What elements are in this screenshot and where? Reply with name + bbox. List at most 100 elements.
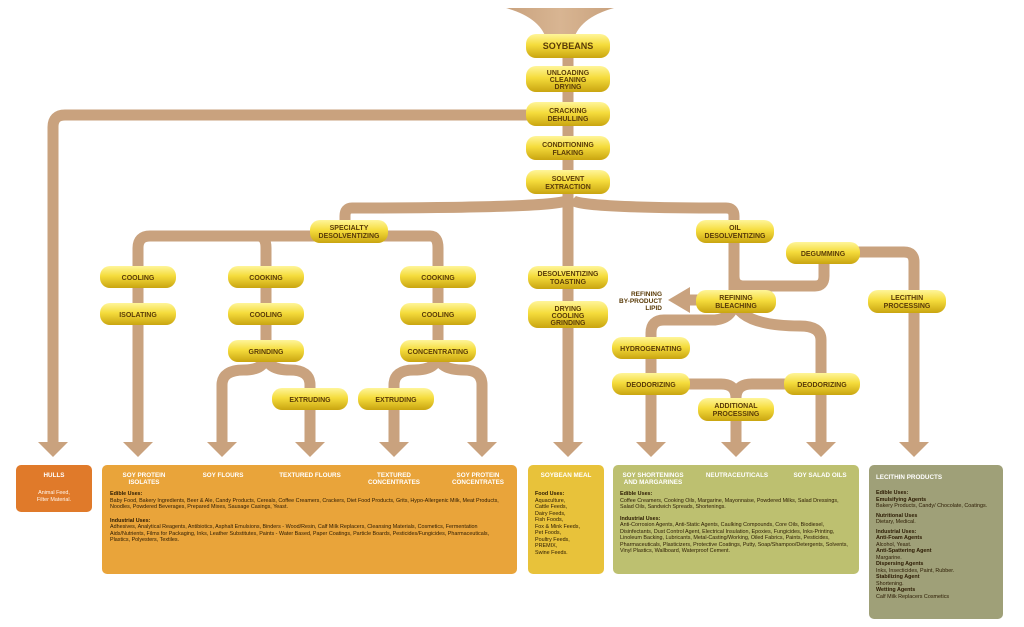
step-soybeans: SOYBEANS bbox=[526, 34, 610, 58]
header-neutraceuticals: NEUTRACEUTICALS bbox=[705, 472, 769, 479]
step-extruding-flours: EXTRUDING bbox=[272, 388, 348, 410]
step-deodorizing-right: DEODORIZING bbox=[784, 373, 860, 395]
svg-text:LIPID: LIPID bbox=[645, 305, 662, 312]
step-cooling-concentrates: COOLING bbox=[400, 303, 476, 325]
soy-protein-panel: SOY PROTEIN ISOLATES SOY FLOURS TEXTURED… bbox=[102, 465, 517, 574]
step-cracking: CRACKING DEHULLING bbox=[526, 102, 610, 126]
arrow-soybean-meal bbox=[553, 442, 583, 457]
svg-text:EXTRUDING: EXTRUDING bbox=[375, 397, 417, 404]
svg-text:DEHULLING: DEHULLING bbox=[548, 116, 589, 123]
step-unloading: UNLOADING CLEANING DRYING bbox=[526, 66, 610, 92]
soybean-meal-uses: Food Uses: Aquaculture, Cattle Feeds, Da… bbox=[535, 491, 601, 556]
svg-text:FLAKING: FLAKING bbox=[552, 150, 584, 157]
svg-text:DESOLVENTIZING: DESOLVENTIZING bbox=[538, 271, 599, 278]
arrow-textured-concentrates bbox=[379, 442, 409, 457]
arrow-textured-flours bbox=[295, 442, 325, 457]
header-textured-flours: TEXTURED FLOURS bbox=[279, 472, 341, 479]
svg-text:PROCESSING: PROCESSING bbox=[713, 411, 760, 418]
oil-industrial-uses-title: Industrial Uses: bbox=[620, 515, 661, 522]
step-cooking-flours: COOKING bbox=[228, 266, 304, 288]
svg-text:EXTRUDING: EXTRUDING bbox=[289, 397, 331, 404]
svg-text:COOKING: COOKING bbox=[421, 275, 455, 282]
soybean-meal-title: SOYBEAN MEAL bbox=[540, 472, 592, 479]
step-deodorizing-left: DEODORIZING bbox=[612, 373, 690, 395]
food-uses-title: Food Uses: bbox=[535, 491, 565, 497]
arrow-lecithin bbox=[899, 442, 929, 457]
svg-text:OIL: OIL bbox=[729, 225, 741, 232]
hopper-funnel bbox=[506, 8, 614, 42]
step-grinding: GRINDING bbox=[228, 340, 304, 362]
svg-text:TOASTING: TOASTING bbox=[550, 279, 587, 286]
svg-text:REFINING: REFINING bbox=[631, 291, 662, 298]
svg-text:DEODORIZING: DEODORIZING bbox=[797, 382, 847, 389]
hulls-panel: HULLS Animal Feed, Filter Material. bbox=[16, 465, 92, 512]
arrowheads bbox=[38, 287, 929, 457]
svg-text:COOKING: COOKING bbox=[249, 275, 283, 282]
svg-text:COOLING: COOLING bbox=[552, 313, 585, 320]
svg-text:HYDROGENATING: HYDROGENATING bbox=[620, 346, 682, 353]
arrow-soy-flours bbox=[207, 442, 237, 457]
svg-text:COOLING: COOLING bbox=[422, 312, 455, 319]
svg-text:BY-PRODUCT: BY-PRODUCT bbox=[619, 298, 662, 305]
arrow-byproduct bbox=[668, 287, 690, 313]
svg-text:DEGUMMING: DEGUMMING bbox=[801, 251, 846, 258]
step-oil-desolventizing: OIL DESOLVENTIZING bbox=[696, 220, 774, 243]
soybean-meal-panel: SOYBEAN MEAL Food Uses: Aquaculture, Cat… bbox=[528, 465, 604, 574]
header-textured-concentrates: TEXTURED CONCENTRATES bbox=[367, 472, 420, 487]
svg-text:COOLING: COOLING bbox=[122, 275, 155, 282]
header-soy-salad-oils: SOY SALAD OILS bbox=[793, 472, 847, 479]
step-concentrating: CONCENTRATING bbox=[400, 340, 476, 362]
soybeans-label: SOYBEANS bbox=[543, 41, 594, 51]
svg-text:DESOLVENTIZING: DESOLVENTIZING bbox=[705, 233, 766, 240]
step-solvent-extraction: SOLVENT EXTRACTION bbox=[526, 170, 610, 194]
svg-text:GRINDING: GRINDING bbox=[551, 320, 587, 327]
svg-text:LECITHIN: LECITHIN bbox=[891, 295, 923, 302]
edible-uses-title: Edible Uses: bbox=[110, 491, 143, 497]
step-degumming: DEGUMMING bbox=[786, 242, 860, 264]
svg-text:DEODORIZING: DEODORIZING bbox=[626, 382, 676, 389]
step-cooling-flours: COOLING bbox=[228, 303, 304, 325]
svg-text:COOLING: COOLING bbox=[250, 312, 283, 319]
svg-text:PROCESSING: PROCESSING bbox=[884, 303, 931, 310]
step-specialty-desolventizing: SPECIALTY DESOLVENTIZING bbox=[310, 220, 388, 243]
header-shortenings-margarines: SOY SHORTENINGS AND MARGARINES bbox=[622, 472, 684, 487]
svg-text:SPECIALTY: SPECIALTY bbox=[330, 225, 369, 232]
process-flow-diagram: SOYBEANS UNLOADING CLEANING DRYING CRACK… bbox=[38, 8, 946, 457]
arrow-isolates bbox=[123, 442, 153, 457]
step-drying-cooling-grinding: DRYING COOLING GRINDING bbox=[528, 301, 608, 328]
arrow-hulls bbox=[38, 442, 68, 457]
svg-text:ADDITIONAL: ADDITIONAL bbox=[714, 403, 758, 410]
svg-text:CLEANING: CLEANING bbox=[550, 77, 587, 84]
lecithin-uses: Edible Uses: Emulsifying Agents Bakery P… bbox=[876, 490, 988, 600]
step-extruding-concentrates: EXTRUDING bbox=[358, 388, 434, 410]
hulls-title: HULLS bbox=[43, 472, 65, 479]
svg-text:REFINING: REFINING bbox=[719, 295, 753, 302]
industrial-uses-text: Adhesives, Analytical Reagents, Antibiot… bbox=[110, 524, 490, 543]
svg-text:UNLOADING: UNLOADING bbox=[547, 70, 590, 77]
step-refining-bleaching: REFINING BLEACHING bbox=[696, 290, 776, 313]
arrow-shortenings bbox=[636, 442, 666, 457]
step-lecithin-processing: LECITHIN PROCESSING bbox=[868, 290, 946, 313]
oil-edible-uses-title: Edible Uses: bbox=[620, 491, 653, 497]
header-soy-protein-concentrates: SOY PROTEIN CONCENTRATES bbox=[451, 472, 504, 487]
step-isolating: ISOLATING bbox=[100, 303, 176, 325]
refining-byproduct-label: REFINING BY-PRODUCT LIPID bbox=[619, 291, 662, 312]
lecithin-products-title: LECITHIN PRODUCTS bbox=[875, 474, 943, 481]
soy-oil-uses: Edible Uses: Coffee Creamers, Cooking Oi… bbox=[620, 491, 852, 555]
lecithin-products-panel: LECITHIN PRODUCTS Edible Uses: Emulsifyi… bbox=[869, 465, 1003, 619]
pipes bbox=[47, 40, 920, 442]
svg-text:ISOLATING: ISOLATING bbox=[119, 312, 157, 319]
header-soy-protein-isolates: SOY PROTEIN ISOLATES bbox=[122, 472, 166, 487]
svg-text:CONDITIONING: CONDITIONING bbox=[542, 142, 594, 149]
oil-edible-uses-text: Coffee Creamers, Cooking Oils, Margarine… bbox=[620, 497, 839, 511]
arrow-salad-oils bbox=[806, 442, 836, 457]
step-cooling-isolates: COOLING bbox=[100, 266, 176, 288]
oil-industrial-uses-text: Anti-Corrosion Agents, Anti-Static Agent… bbox=[620, 522, 848, 554]
step-desolventizing-toasting: DESOLVENTIZING TOASTING bbox=[528, 266, 608, 289]
edible-uses-text: Baby Food, Bakery Ingredients, Beer & Al… bbox=[110, 497, 499, 511]
svg-text:DESOLVENTIZING: DESOLVENTIZING bbox=[319, 233, 380, 240]
arrow-neutraceuticals bbox=[721, 442, 751, 457]
step-hydrogenating: HYDROGENATING bbox=[612, 337, 690, 359]
soy-oil-panel: SOY SHORTENINGS AND MARGARINES NEUTRACEU… bbox=[613, 465, 859, 574]
step-additional-processing: ADDITIONAL PROCESSING bbox=[698, 398, 774, 421]
